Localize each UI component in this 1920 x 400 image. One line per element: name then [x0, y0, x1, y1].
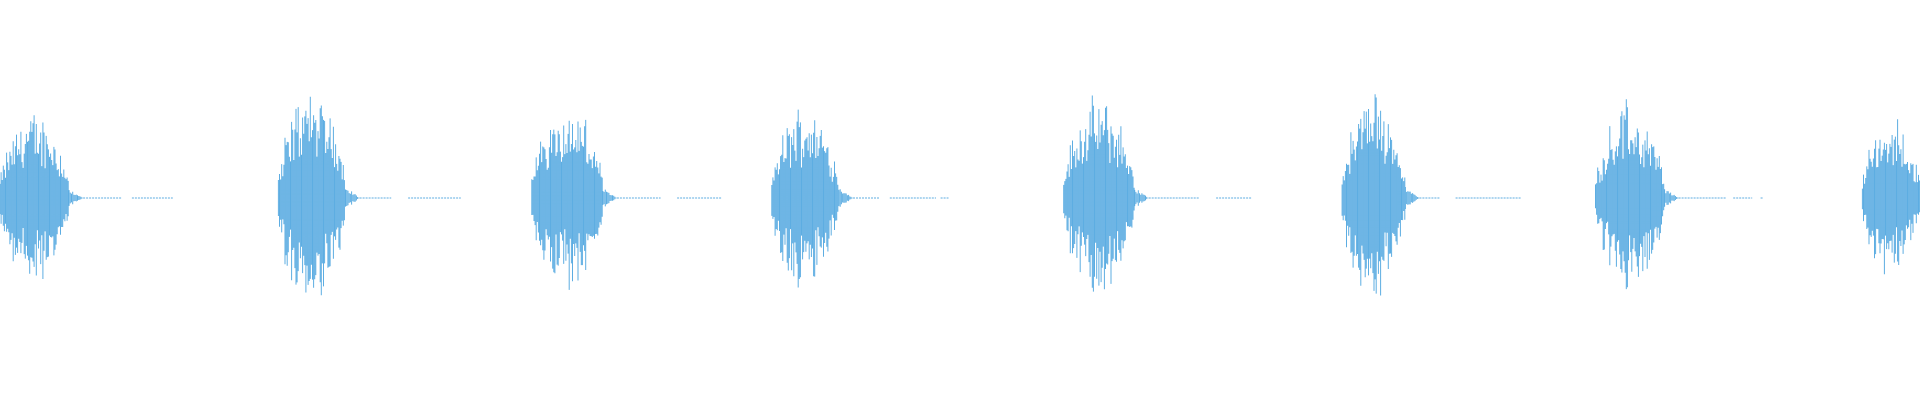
waveform-burst [531, 119, 722, 290]
waveform-burst-signal [1063, 95, 1149, 292]
waveform-burst-signal [1595, 99, 1679, 290]
waveform-burst [1861, 119, 1920, 275]
waveform-burst-signal [1861, 119, 1920, 275]
waveform-burst-signal [277, 96, 360, 296]
waveform-burst [0, 115, 173, 279]
waveform-burst-signal [0, 115, 83, 279]
waveform-burst-signal [1341, 94, 1420, 296]
waveform-burst [277, 96, 461, 296]
waveform-burst [1063, 95, 1252, 292]
waveform-burst [1341, 94, 1521, 296]
waveform-burst [1595, 99, 1763, 290]
waveform-bursts [0, 94, 1920, 296]
waveform-burst-signal [771, 109, 853, 288]
waveform-burst [771, 109, 949, 288]
waveform-burst-signal [531, 119, 617, 290]
